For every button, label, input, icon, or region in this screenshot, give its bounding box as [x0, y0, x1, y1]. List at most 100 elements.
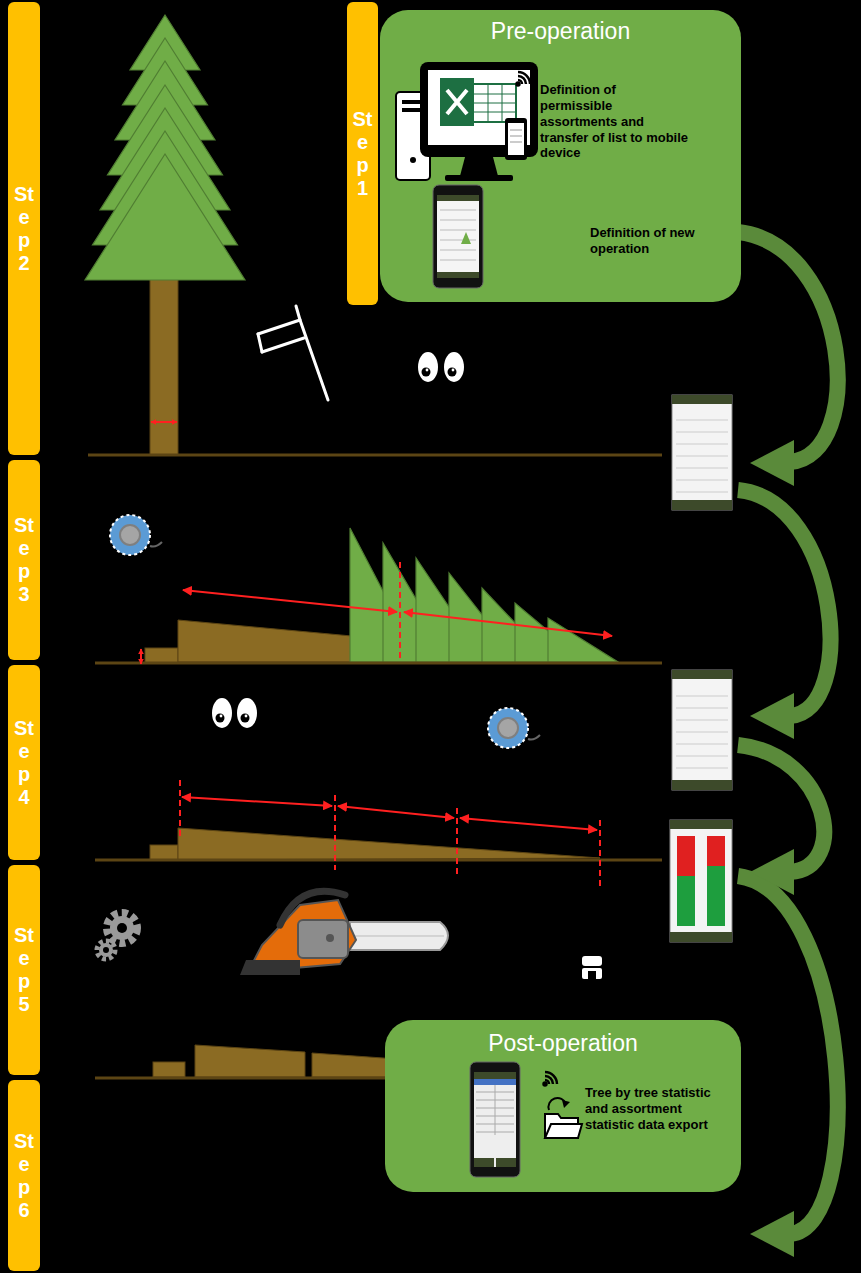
phone-screen [672, 395, 732, 510]
tape-measure-icon [150, 542, 162, 547]
phone-icon [474, 1072, 516, 1167]
gear-icon [103, 947, 109, 953]
eyes-icon [418, 352, 438, 382]
cut-logs [153, 1062, 185, 1077]
flow-arrow [738, 490, 830, 716]
caliper-icon [262, 338, 304, 352]
eyes-icon [422, 368, 431, 377]
phone-screen [707, 836, 725, 866]
section-arrows [338, 806, 454, 818]
phone-icon [461, 232, 471, 244]
phone-icon [437, 272, 479, 278]
chainsaw-icon [350, 922, 448, 950]
phone-screen [672, 780, 732, 790]
phone-screen [676, 420, 728, 421]
log [150, 828, 600, 860]
standing-tree [150, 278, 178, 455]
phone-screen [677, 876, 695, 926]
phone-screen [676, 744, 728, 745]
flow-arrow [738, 232, 838, 462]
step-band: Step 1 [347, 2, 378, 305]
phone-icon [470, 1062, 520, 1177]
stack-icon [582, 956, 602, 979]
eyes-icon [241, 714, 250, 723]
phone-screen [672, 395, 732, 510]
standing-tree [85, 154, 245, 280]
caliper-icon [258, 334, 262, 352]
tape-measure-icon [110, 515, 162, 555]
phone-icon [433, 185, 483, 288]
step-label: Step 6 [14, 1130, 34, 1222]
felled-tree [145, 528, 618, 663]
panel-text: Definition of permissible assortments an… [540, 82, 690, 161]
phone-screen [676, 492, 728, 493]
phone-screen [676, 720, 728, 721]
section-arrows [456, 808, 458, 875]
phone-screen [676, 708, 728, 709]
chainsaw-icon [240, 960, 300, 975]
chainsaw-icon [280, 891, 345, 925]
standing-tree [85, 15, 245, 455]
phone-icon [437, 195, 479, 278]
post-operation-icons [470, 1062, 582, 1177]
tape-measure-icon [110, 515, 150, 555]
gear-icon [110, 916, 134, 940]
phone-icon [510, 130, 522, 131]
eyes-icon [418, 352, 464, 382]
ground-line [88, 454, 662, 457]
gear-icon [97, 941, 115, 959]
gear-icon [107, 913, 137, 943]
eyes-icon [444, 352, 464, 382]
section-arrows [460, 818, 597, 830]
phone-icon [440, 230, 476, 231]
phone-icon [474, 1158, 494, 1167]
panel-text: Tree by tree statistic and assortment st… [585, 1085, 720, 1133]
monitor-icon [420, 62, 538, 181]
panel-text: Definition of new operation [590, 225, 720, 257]
phone-screen [672, 395, 732, 404]
length-arrows [141, 562, 612, 664]
diameter-arrow [151, 421, 177, 423]
step-band: Step 3 [8, 460, 40, 660]
phone-screen [676, 732, 728, 733]
phone-screen [670, 820, 732, 942]
step-label: Step 5 [14, 924, 34, 1016]
phone-screen [670, 820, 732, 829]
phone-screen [676, 696, 728, 768]
caliper-icon [258, 320, 328, 400]
phone-screen [676, 420, 728, 492]
wifi-icon [544, 1083, 547, 1086]
wifi-icon [517, 72, 531, 86]
section-arrows [180, 780, 600, 890]
eyes-icon [452, 369, 455, 372]
section-arrows [334, 795, 336, 870]
phase-panel: Post-operationTree by tree statistic and… [385, 1020, 741, 1192]
phone-screen [676, 432, 728, 433]
monitor-icon [420, 62, 538, 157]
chainsaw-icon [298, 920, 348, 958]
phone-icon [510, 136, 522, 137]
export-folder-icon [545, 1098, 582, 1138]
phone-screen [676, 444, 728, 445]
phone-icon [510, 142, 522, 143]
monitor-icon [445, 175, 513, 181]
section-arrows [182, 797, 332, 806]
flow-arrowhead [750, 1211, 794, 1257]
phone-icon [440, 220, 476, 221]
chainsaw-icon [352, 936, 444, 937]
gear-icon [117, 923, 127, 933]
chainsaw-icon [326, 934, 334, 942]
chainsaw-icon [240, 891, 448, 975]
flow-arrowhead [750, 440, 794, 486]
monitor-icon [460, 157, 498, 176]
step-label: Step 2 [14, 183, 34, 275]
phone-icon [496, 1158, 516, 1167]
phase-panel: Pre-operationDefinition of permissible a… [380, 10, 741, 302]
phone-icon [433, 185, 483, 288]
flow-arrow [738, 745, 824, 872]
stack-icon [582, 956, 602, 966]
felled-tree [548, 618, 618, 662]
flow-arrow [738, 876, 838, 1234]
panel-heading: Post-operation [385, 1030, 741, 1057]
